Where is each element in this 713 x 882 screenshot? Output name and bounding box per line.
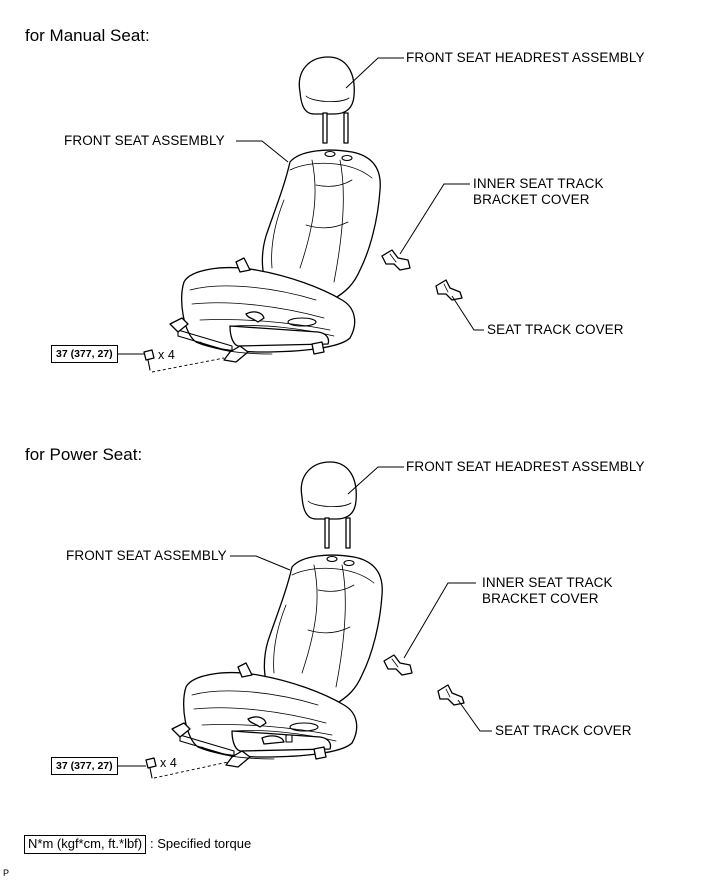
manual-bracket-cover-label-line2: BRACKET COVER xyxy=(473,192,590,207)
power-seat-assembly-label: FRONT SEAT ASSEMBLY xyxy=(66,548,227,563)
manual-torque-box: 37 (377, 27) xyxy=(51,345,118,364)
power-bracket-cover-label-line2: BRACKET COVER xyxy=(482,591,599,606)
manual-seat-heading: for Manual Seat: xyxy=(25,26,150,45)
manual-headrest-label: FRONT SEAT HEADREST ASSEMBLY xyxy=(406,50,645,65)
corner-mark: P xyxy=(3,868,10,878)
power-bracket-cover-label-line1: INNER SEAT TRACK xyxy=(482,575,613,590)
power-seat-heading: for Power Seat: xyxy=(25,445,143,464)
manual-track-cover-label: SEAT TRACK COVER xyxy=(487,322,624,337)
power-track-cover-label: SEAT TRACK COVER xyxy=(495,723,632,738)
power-bolt-quantity: x 4 xyxy=(160,756,177,770)
power-headrest-label: FRONT SEAT HEADREST ASSEMBLY xyxy=(406,459,645,474)
manual-seat-assembly-label: FRONT SEAT ASSEMBLY xyxy=(64,133,225,148)
torque-legend-text: : Specified torque xyxy=(150,836,252,851)
manual-bracket-cover-label-line1: INNER SEAT TRACK xyxy=(473,176,604,191)
power-torque-box: 37 (377, 27) xyxy=(51,757,118,776)
power-bolt-icon xyxy=(145,757,157,779)
manual-bolt-icon xyxy=(143,349,155,371)
power-seat-drawing xyxy=(171,461,465,768)
torque-unit-legend-box: N*m (kgf*cm, ft.*lbf) xyxy=(24,835,147,854)
manual-seat-drawing xyxy=(169,56,463,363)
manual-bolt-quantity: x 4 xyxy=(158,348,175,362)
